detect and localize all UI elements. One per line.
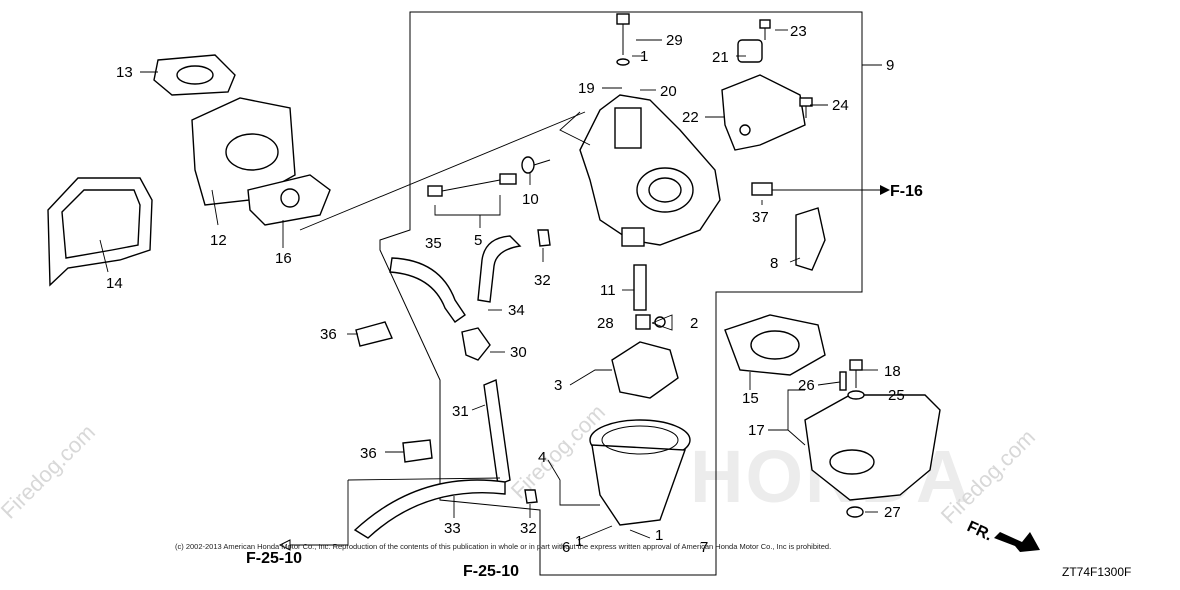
callout-36-upper: 36 <box>320 326 337 343</box>
callout-14: 14 <box>106 275 123 292</box>
screw-23 <box>759 19 771 40</box>
screw-10 <box>521 156 551 174</box>
callout-27: 27 <box>884 504 901 521</box>
callout-15: 15 <box>742 390 759 407</box>
callout-8: 8 <box>770 255 778 272</box>
callout-3: 3 <box>554 377 562 394</box>
callout-16: 16 <box>275 250 292 267</box>
arrow-f2510-left <box>278 539 291 551</box>
callout-24: 24 <box>832 97 849 114</box>
callout-13: 13 <box>116 64 133 81</box>
ref-f2510-left: F-25-10 <box>246 550 302 567</box>
drain-screw-37 <box>751 182 773 196</box>
callout-1-left: 1 <box>575 533 583 550</box>
lever-21 <box>737 39 763 63</box>
callout-30: 30 <box>510 344 527 361</box>
clip-32-lower <box>524 489 538 504</box>
hose-31 <box>483 379 511 486</box>
callout-29: 29 <box>666 32 683 49</box>
callout-35: 35 <box>425 235 442 252</box>
callout-25: 25 <box>888 387 905 404</box>
washer-25 <box>847 390 865 400</box>
callout-2: 2 <box>690 315 698 332</box>
callout-20: 20 <box>660 83 677 100</box>
carburetor-body <box>579 94 721 247</box>
bracket-22 <box>721 74 806 151</box>
clamp-36-lower <box>402 439 433 463</box>
cock-30 <box>461 327 491 361</box>
gasket-14 <box>47 177 153 287</box>
callout-11: 11 <box>600 282 616 299</box>
nut-27 <box>846 506 864 518</box>
assembly-boundary <box>379 11 863 576</box>
callout-26: 26 <box>798 377 815 394</box>
front-label: FR. <box>964 518 995 544</box>
ref-f2510-bottom: F-25-10 <box>463 563 519 580</box>
watermark-left: Firedog.com <box>0 419 100 523</box>
callout-18: 18 <box>884 363 901 380</box>
callout-32-lower: 32 <box>520 520 537 537</box>
hose-35 <box>389 257 466 323</box>
callout-28: 28 <box>597 315 614 332</box>
callout-19: 19 <box>578 80 595 97</box>
callout-34: 34 <box>508 302 525 319</box>
callout-5: 5 <box>474 232 482 249</box>
callout-17: 17 <box>748 422 765 439</box>
clip-32-upper <box>537 229 551 247</box>
needle-28 <box>635 314 666 330</box>
callout-33: 33 <box>444 520 461 537</box>
callout-36-lower: 36 <box>360 445 377 462</box>
copyright-notice: (c) 2002-2013 American Honda Motor Co., … <box>175 542 831 551</box>
clip-8 <box>795 207 826 271</box>
callout-21: 21 <box>712 49 729 66</box>
pilot-screw-5 <box>427 173 517 197</box>
diagram-code: ZT74F1300F <box>1062 565 1131 579</box>
ref-f16: F-16 <box>890 183 923 200</box>
gasket-16 <box>247 174 331 226</box>
arrow-f16 <box>880 185 890 195</box>
callout-12: 12 <box>210 232 227 249</box>
leader-lines <box>99 29 882 546</box>
screw-29 <box>616 13 630 66</box>
screw-24 <box>799 97 813 118</box>
pin-26 <box>839 371 847 391</box>
callout-labels: 1 29 23 21 9 13 19 20 22 24 10 12 16 5 3… <box>106 23 905 556</box>
clamp-36-upper <box>355 321 393 347</box>
main-jet-11 <box>633 264 647 311</box>
float-3 <box>611 341 679 399</box>
float-chamber-4 <box>589 419 691 526</box>
callout-23: 23 <box>790 23 807 40</box>
hose-34 <box>477 235 522 303</box>
bolt-18 <box>849 359 863 388</box>
insulator-12 <box>191 97 296 206</box>
callout-1-top: 1 <box>640 48 648 65</box>
tube-33 <box>353 479 506 539</box>
callout-31: 31 <box>452 403 469 420</box>
front-arrow <box>994 532 1040 552</box>
callout-4: 4 <box>538 449 546 466</box>
callout-6: 6 <box>562 539 570 556</box>
callout-7: 7 <box>700 539 708 556</box>
callout-37: 37 <box>752 209 769 226</box>
gasket-15 <box>724 314 826 376</box>
callout-10: 10 <box>522 191 539 208</box>
callout-32-upper: 32 <box>534 272 551 289</box>
callout-22: 22 <box>682 109 699 126</box>
callout-1-right: 1 <box>655 527 663 544</box>
callout-9: 9 <box>886 57 894 74</box>
gasket-13 <box>153 54 236 96</box>
